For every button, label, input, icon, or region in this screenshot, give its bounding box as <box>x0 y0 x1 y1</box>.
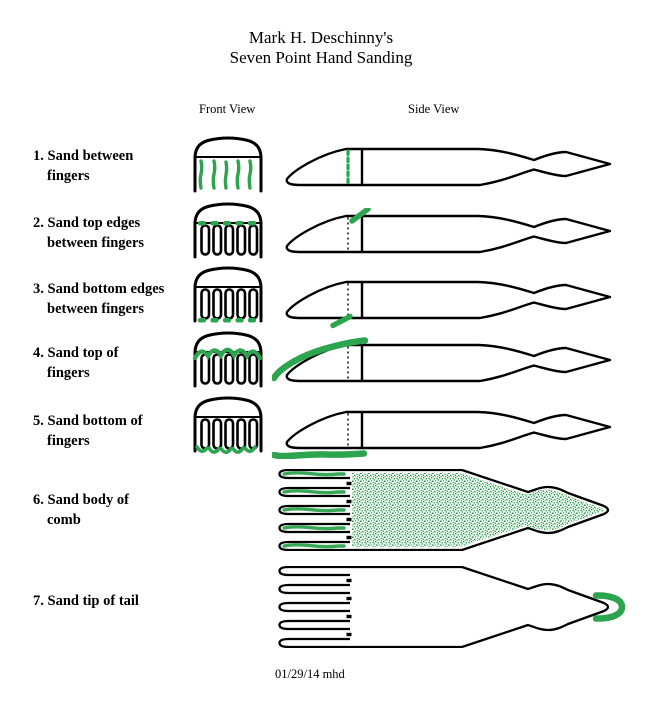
step-5-label: 5. Sand bottom of fingers <box>33 412 203 451</box>
title-line1: Mark H. Deschinny's <box>248 28 394 47</box>
step-text-line2: fingers <box>47 167 90 184</box>
step-text: Sand bottom of <box>47 413 143 429</box>
step-number: 6. <box>33 492 44 508</box>
sanding-highlight-finger-tops <box>192 347 263 361</box>
step-text: Sand body of <box>47 492 129 508</box>
step-text-line2: comb <box>47 511 81 528</box>
step-text: Sand top edges <box>47 215 141 231</box>
step-text-line2: between fingers <box>47 234 145 251</box>
step-5-front-view-comb <box>189 396 267 454</box>
sanding-highlight-top-stroke <box>349 208 371 224</box>
sanding-highlight-top-edges <box>198 221 256 226</box>
step-2-side-view-comb <box>272 208 617 263</box>
step-number: 2. <box>33 215 44 231</box>
front-view-column-label: Front View <box>199 102 256 116</box>
step-3-side-view-comb <box>272 274 617 329</box>
step-text-line2: fingers <box>47 432 90 449</box>
sanding-highlight-tail-tip <box>592 592 626 622</box>
step-text-line2: fingers <box>47 364 90 381</box>
side-view-column-label: Side View <box>408 102 460 116</box>
step-3-label: 3. Sand bottom edges between fingers <box>33 280 203 319</box>
title-line2: Seven Point Hand Sanding <box>229 48 413 67</box>
step-text: Sand top of <box>47 345 119 361</box>
step-text: Sand between <box>47 148 134 164</box>
step-number: 3. <box>33 281 44 297</box>
step-number: 7. <box>33 593 44 609</box>
sanding-highlight-bottom-slope <box>272 450 368 459</box>
step-4-side-view-comb <box>272 337 617 392</box>
sanding-highlight-finger-lines <box>282 471 346 549</box>
step-text: Sand tip of tail <box>47 593 139 609</box>
step-text: Sand bottom edges <box>47 281 165 297</box>
step-6-label: 6. Sand body of comb <box>33 491 203 530</box>
step-5-side-view-comb <box>272 404 617 459</box>
step-number: 1. <box>33 148 44 164</box>
step-number: 4. <box>33 345 44 361</box>
step-7-top-view-comb <box>276 566 626 648</box>
footer-date-initials: 01/29/14 mhd <box>275 667 345 681</box>
step-3-front-view-comb <box>189 266 267 323</box>
sanding-highlight-between-fingers <box>198 159 253 190</box>
sanding-highlight-top-slope <box>272 337 369 382</box>
step-6-top-view-comb <box>276 469 628 551</box>
step-number: 5. <box>33 413 44 429</box>
step-text-line2: between fingers <box>47 300 145 317</box>
step-4-front-view-comb <box>192 331 267 389</box>
step-1-side-view-comb <box>272 141 617 187</box>
sanding-highlight-body-speckle <box>352 473 604 547</box>
step-2-front-view-comb <box>189 202 267 260</box>
step-1-front-view-comb <box>189 136 267 194</box>
step-1-label: 1. Sand between fingers <box>33 147 203 186</box>
sanding-highlight-finger-bottoms <box>195 445 257 454</box>
step-2-label: 2. Sand top edges between fingers <box>33 214 203 253</box>
sanding-highlight-bottom-stroke <box>330 313 353 329</box>
step-4-label: 4. Sand top of fingers <box>33 344 203 383</box>
step-7-label: 7. Sand tip of tail <box>33 592 203 612</box>
sanding-highlight-bottom-edges <box>198 318 256 323</box>
